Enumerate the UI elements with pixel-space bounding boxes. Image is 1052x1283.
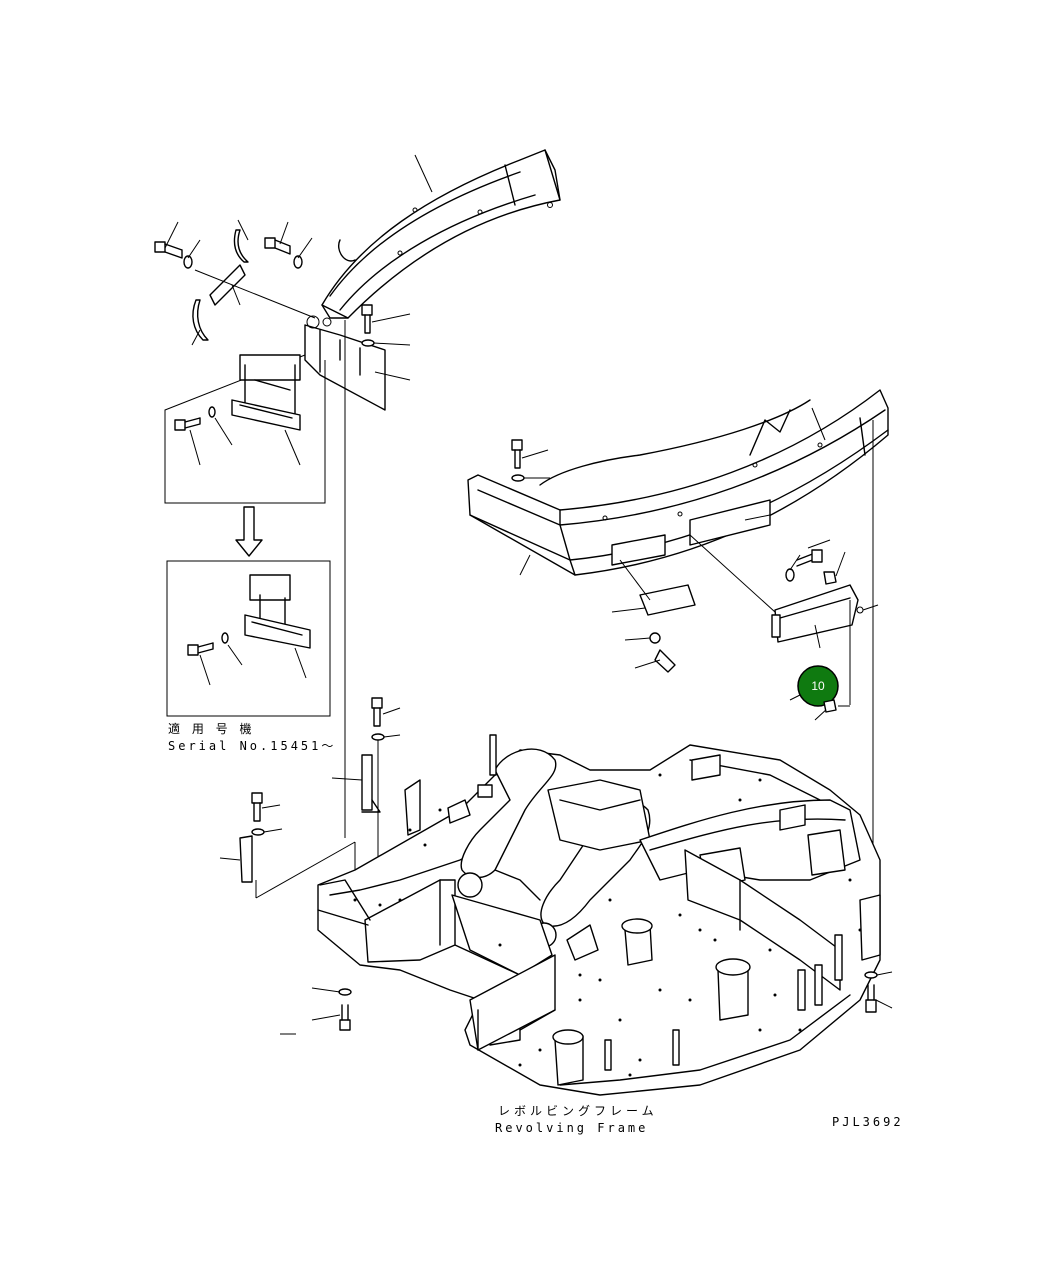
frame-label-en: Revolving Frame — [495, 1121, 648, 1135]
serial-label-jp: 適 用 号 機 — [168, 721, 255, 736]
frame-label-jp: レボルビングフレーム — [498, 1104, 658, 1118]
step-inset-before — [164, 354, 326, 504]
step-inset-after — [166, 560, 331, 717]
left-hardware-column — [219, 697, 401, 1035]
callout-badge-10[interactable]: 10 — [797, 665, 839, 707]
bolt-washer-set-rear — [511, 439, 550, 482]
callout-leaders — [789, 694, 850, 721]
rear-bracket-right — [689, 534, 879, 705]
deck-holes — [353, 773, 862, 1077]
drawing-code: PJL3692 — [832, 1115, 904, 1129]
bolt-washer-set-rear-right — [864, 971, 893, 1013]
revolving-frame — [317, 734, 881, 1096]
callout-number: 10 — [811, 679, 825, 693]
upper-cover-arc — [321, 149, 561, 319]
rear-cover-arc — [467, 389, 889, 576]
cover-plate-center — [611, 559, 696, 673]
serial-label-en: Serial No.15451～ — [168, 739, 336, 753]
bolt-washer-set-top-left — [154, 219, 316, 346]
down-arrow-icon — [235, 506, 263, 557]
counterweight-bracket-left — [304, 304, 411, 411]
